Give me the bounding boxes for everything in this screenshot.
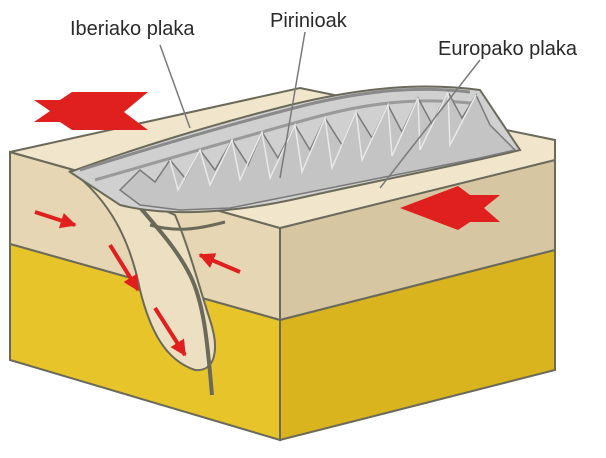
big-red-arrow-right <box>34 92 148 130</box>
label-european-plate: Europako plaka <box>438 38 578 60</box>
label-pyrenees: Pirinioak <box>270 10 348 32</box>
label-iberian-plate: Iberiako plaka <box>70 18 195 40</box>
